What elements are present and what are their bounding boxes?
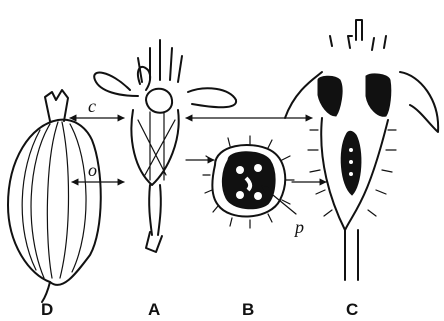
pointer-label-c: c (88, 96, 96, 116)
panel-label-d: D (41, 300, 53, 319)
pointer-label-p: p (293, 217, 304, 237)
panel-label-c: C (346, 300, 358, 319)
cross-section-b-drawing (203, 136, 294, 228)
pointer-label-o: o (88, 160, 97, 180)
panel-label-a: A (148, 300, 160, 319)
panel-label-b: B (242, 300, 254, 319)
fruit-d-drawing (8, 90, 101, 302)
flower-a-drawing (94, 40, 236, 252)
pointer-lines (70, 118, 326, 214)
longitudinal-section-c-drawing (285, 20, 438, 280)
